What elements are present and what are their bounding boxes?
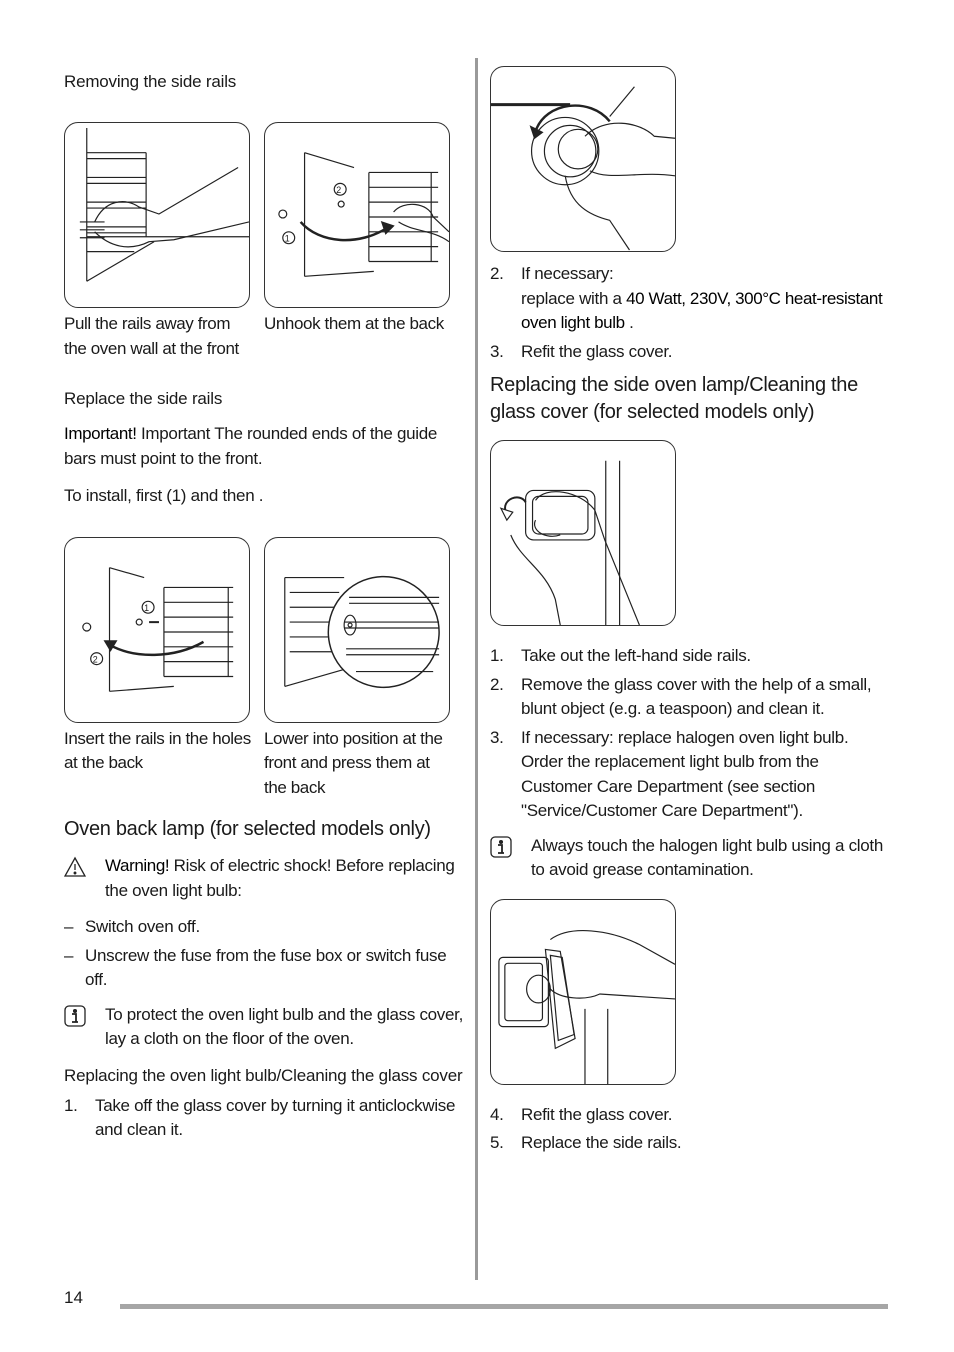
svg-text:2: 2	[336, 185, 341, 195]
right-column: 2. If necessary: replace with a 40 Watt,…	[490, 66, 892, 1160]
caption-unhook: Unhook them at the back	[264, 314, 444, 333]
warning-triangle-icon	[64, 856, 86, 878]
warning-note: Warning! Risk of electric shock! Before …	[64, 854, 466, 903]
illustration-unhook: 2 1	[264, 122, 450, 308]
oven-back-lamp-heading: Oven back lamp (for selected models only…	[64, 818, 431, 840]
list-item: 3.Refit the glass cover.	[490, 341, 673, 361]
left-column: Removing the side rails Pull the rails a…	[64, 70, 466, 1147]
list-item: 4.Refit the glass cover.	[490, 1104, 673, 1124]
side-lamp-heading: Replacing the side oven lamp/Cleaning th…	[490, 374, 858, 423]
bulb-spec: 40 Watt, 230V, 300°C heat-resistant oven…	[521, 288, 883, 333]
replacing-bulb-title: Replacing the oven light bulb/Cleaning t…	[64, 1065, 463, 1085]
important-label: Important!	[64, 424, 137, 443]
info-note-halogen: Always touch the halogen light bulb usin…	[490, 834, 892, 883]
figure-lower-position: Lower into position at the front and pre…	[264, 536, 452, 801]
list-item: 2.Remove the glass cover with the help o…	[490, 674, 872, 719]
illustration-insert-rails: 1 2	[64, 536, 250, 723]
important-paragraph: Important! Important The rounded ends of…	[64, 422, 466, 471]
illustration-pull-rails	[64, 122, 250, 308]
list-item: 3.If necessary: replace halogen oven lig…	[490, 727, 849, 821]
info-icon	[64, 1004, 86, 1027]
info-text-halogen: Always touch the halogen light bulb usin…	[531, 835, 883, 880]
info-note-cloth: To protect the oven light bulb and the g…	[64, 1003, 466, 1052]
figure-pull-rails: Pull the rails away from the oven wall a…	[64, 122, 252, 361]
caption-lower-position: Lower into position at the front and pre…	[264, 728, 443, 797]
list-item: 1.Take out the left-hand side rails.	[490, 646, 751, 665]
illustration-glass-cover	[490, 898, 676, 1085]
removing-title: Removing the side rails	[64, 72, 237, 91]
svg-text:1: 1	[285, 234, 290, 244]
side-lamp-steps: 1.Take out the left-hand side rails. 2.R…	[490, 644, 892, 824]
replace-title: Replace the side rails	[64, 389, 223, 408]
page-number: 14	[64, 1288, 83, 1307]
bulb-steps-start: 1.Take off the glass cover by turning it…	[64, 1094, 466, 1143]
illustration-unscrew-cover	[490, 66, 676, 252]
figure-unhook: 2 1 Unhook them at the back	[264, 122, 452, 361]
list-item: 5.Replace the side rails.	[490, 1133, 682, 1152]
safety-list: –Switch oven off. –Unscrew the fuse from…	[64, 915, 466, 993]
important-text: Important The rounded ends of the guide …	[64, 424, 438, 468]
warning-text: Risk of electric shock! Before replacing…	[105, 856, 455, 900]
list-item: 2. If necessary: replace with a 40 Watt,…	[490, 264, 883, 333]
replace-figures: 1 2 Insert the rails in the holes at the…	[64, 536, 466, 801]
install-text: To install, first (1) and then .	[64, 486, 264, 505]
illustration-side-lamp	[490, 440, 676, 626]
list-item: 1.Take off the glass cover by turning it…	[64, 1095, 456, 1140]
list-item: –Switch oven off.	[64, 917, 200, 936]
warning-paragraph: Warning! Risk of electric shock! Before …	[105, 854, 466, 903]
bulb-steps-continued: 2. If necessary: replace with a 40 Watt,…	[490, 262, 892, 364]
caption-pull-rails: Pull the rails away from the oven wall a…	[64, 314, 239, 358]
footer-rule	[120, 1304, 888, 1309]
figure-insert-rails: 1 2 Insert the rails in the holes at the…	[64, 536, 252, 801]
removing-figures: Pull the rails away from the oven wall a…	[64, 122, 466, 361]
final-steps: 4.Refit the glass cover. 5.Replace the s…	[490, 1103, 892, 1156]
svg-text:1: 1	[144, 603, 149, 613]
illustration-lower-position	[264, 536, 450, 723]
warning-label: Warning!	[105, 856, 170, 875]
info-icon	[490, 835, 512, 858]
caption-insert-rails: Insert the rails in the holes at the bac…	[64, 728, 251, 773]
list-item: –Unscrew the fuse from the fuse box or s…	[64, 945, 447, 990]
column-divider	[475, 58, 478, 1280]
info-text-cloth: To protect the oven light bulb and the g…	[105, 1004, 463, 1049]
svg-text:2: 2	[93, 654, 98, 664]
